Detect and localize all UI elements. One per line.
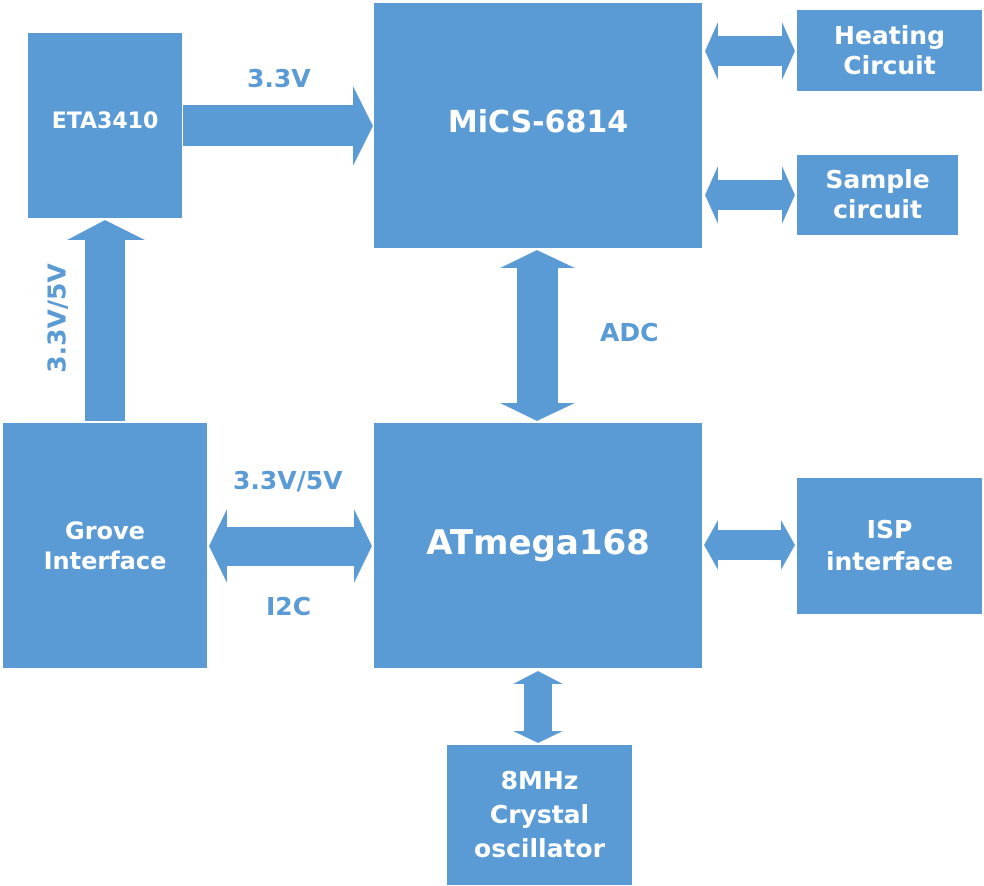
block-sample-circuit: Sample circuit	[797, 155, 958, 235]
block-atmega-label: ATmega168	[426, 522, 650, 563]
arrow-grove-atmega	[209, 509, 372, 583]
label-i2c: I2C	[266, 592, 312, 621]
label-3v3: 3.3V	[247, 64, 311, 93]
block-eta3410: ETA3410	[28, 33, 182, 218]
arrow-eta-to-mics	[183, 86, 373, 166]
arrow-mics-atmega	[500, 250, 575, 421]
arrow-atmega-crystal	[513, 671, 563, 743]
arrow-mics-sample	[705, 166, 795, 224]
block-grove-label: Grove Interface	[43, 516, 167, 575]
block-grove-interface: Grove Interface	[3, 423, 207, 668]
block-heating-circuit: Heating Circuit	[797, 10, 982, 91]
block-eta3410-label: ETA3410	[51, 108, 159, 134]
block-heating-label: Heating Circuit	[834, 20, 945, 80]
label-adc: ADC	[600, 318, 659, 347]
block-mics-label: MiCS-6814	[447, 105, 629, 141]
block-crystal-oscillator: 8MHz Crystal oscillator	[447, 745, 632, 885]
block-sample-label: Sample circuit	[825, 165, 930, 224]
label-3v3-5v-vertical: 3.3V/5V	[42, 263, 72, 373]
block-isp-interface: ISP interface	[797, 478, 982, 614]
block-isp-label: ISP interface	[825, 514, 954, 577]
block-atmega168: ATmega168	[374, 423, 702, 668]
block-mics-6814: MiCS-6814	[374, 3, 702, 248]
block-crystal-label: 8MHz Crystal oscillator	[474, 766, 605, 863]
label-3v3-5v: 3.3V/5V	[233, 466, 343, 495]
arrow-mics-heating	[705, 22, 795, 80]
arrow-grove-to-eta	[67, 220, 145, 421]
arrow-atmega-isp	[704, 520, 795, 570]
